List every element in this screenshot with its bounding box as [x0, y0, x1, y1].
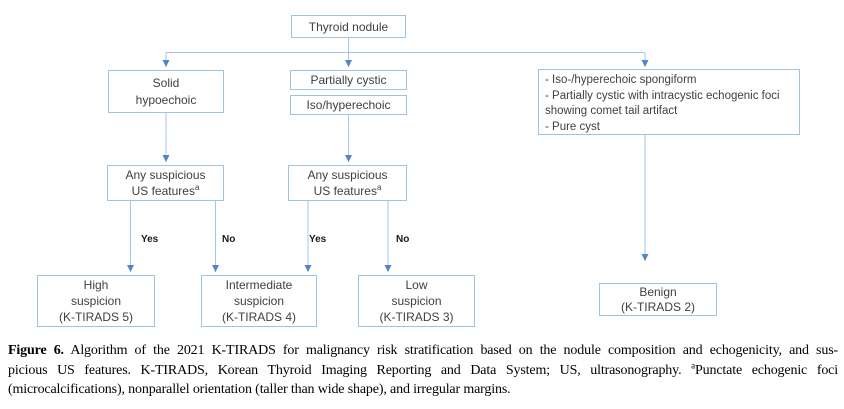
edge-label-no-left: No: [222, 234, 236, 245]
node-label-line2: US featuresa: [108, 183, 223, 199]
caption-text: picious US features. K-TIRADS, Korean Th…: [8, 362, 692, 378]
node-any-suspicious-features-left: Any suspicious US featuresa: [107, 165, 224, 201]
node-label-line2: suspicion: [70, 294, 122, 308]
node-any-suspicious-features-mid: Any suspicious US featuresa: [288, 165, 407, 201]
caption-line3: (microcalcifications), nonparallel orien…: [8, 382, 511, 397]
node-label-text: US features: [313, 184, 377, 198]
footnote-marker: a: [376, 183, 382, 192]
figure-label: Figure 6.: [8, 343, 64, 358]
node-benign-criteria-list: - Iso-/hyperechoic spongiform - Partiall…: [538, 69, 800, 135]
node-label: Partially cystic: [310, 73, 387, 87]
node-label-line2: (K-TIRADS 2): [620, 299, 695, 314]
edge-label-no-mid: No: [396, 234, 410, 245]
criteria-item-spongiform: - Iso-/hyperechoic spongiform: [545, 74, 697, 86]
caption-text: Punctate echogenic foci: [695, 362, 838, 378]
node-benign: Benign (K-TIRADS 2): [599, 283, 717, 316]
criteria-item-pure-cyst: - Pure cyst: [545, 120, 600, 133]
node-label-line3: (K-TIRADS 5): [58, 310, 133, 324]
node-solid-hypoechoic: Solid hypoechoic: [108, 70, 224, 113]
edge-label-yes-mid: Yes: [309, 234, 327, 245]
node-label-line2: suspicion: [233, 294, 285, 308]
figure-caption: Figure 6. Algorithm of the 2021 K-TIRADS…: [8, 341, 838, 400]
connector-lines: [127, 38, 649, 272]
node-label-line2: suspicion: [391, 294, 442, 308]
node-low-suspicion: Low suspicion (K-TIRADS 3): [358, 275, 475, 327]
node-label-line3: (K-TIRADS 4): [221, 310, 296, 324]
node-label-line1: Low: [405, 278, 428, 292]
footnote-marker: a: [194, 183, 200, 192]
node-intermediate-suspicion: Intermediate suspicion (K-TIRADS 4): [201, 275, 317, 327]
node-high-suspicion: High suspicion (K-TIRADS 5): [37, 275, 155, 327]
node-iso-hyperechoic: Iso/hyperechoic: [290, 95, 407, 115]
node-partially-cystic: Partially cystic: [290, 70, 407, 90]
node-label-line1: Benign: [639, 284, 677, 299]
flowchart-connectors: [127, 38, 649, 272]
node-thyroid-nodule: Thyroid nodule: [291, 15, 406, 38]
node-label-line1: Any suspicious: [307, 168, 388, 182]
node-label-line1: Solid: [152, 75, 180, 90]
footnote-marker: a: [691, 359, 696, 370]
node-label-line2: US featuresa: [289, 183, 406, 199]
node-label-line1: Intermediate: [225, 278, 293, 292]
node-label-line2: hypoechoic: [135, 92, 197, 107]
node-label-line1: Any suspicious: [125, 168, 206, 182]
criteria-item-partially-cystic: - Partially cystic with intracystic echo…: [545, 89, 780, 118]
edge-label-yes-left: Yes: [141, 234, 159, 245]
caption-text: Algorithm of the 2021 K-TIRADS for malig…: [63, 343, 838, 358]
caption-line1: Figure 6. Algorithm of the 2021 K-TIRADS…: [8, 341, 838, 361]
node-label-line3: (K-TIRADS 3): [379, 310, 454, 324]
node-label-line1: High: [83, 278, 109, 292]
node-label: Iso/hyperechoic: [306, 98, 391, 112]
node-label: Thyroid nodule: [308, 19, 389, 34]
caption-line2: picious US features. K-TIRADS, Korean Th…: [8, 359, 838, 381]
node-label-text: US features: [131, 184, 195, 198]
